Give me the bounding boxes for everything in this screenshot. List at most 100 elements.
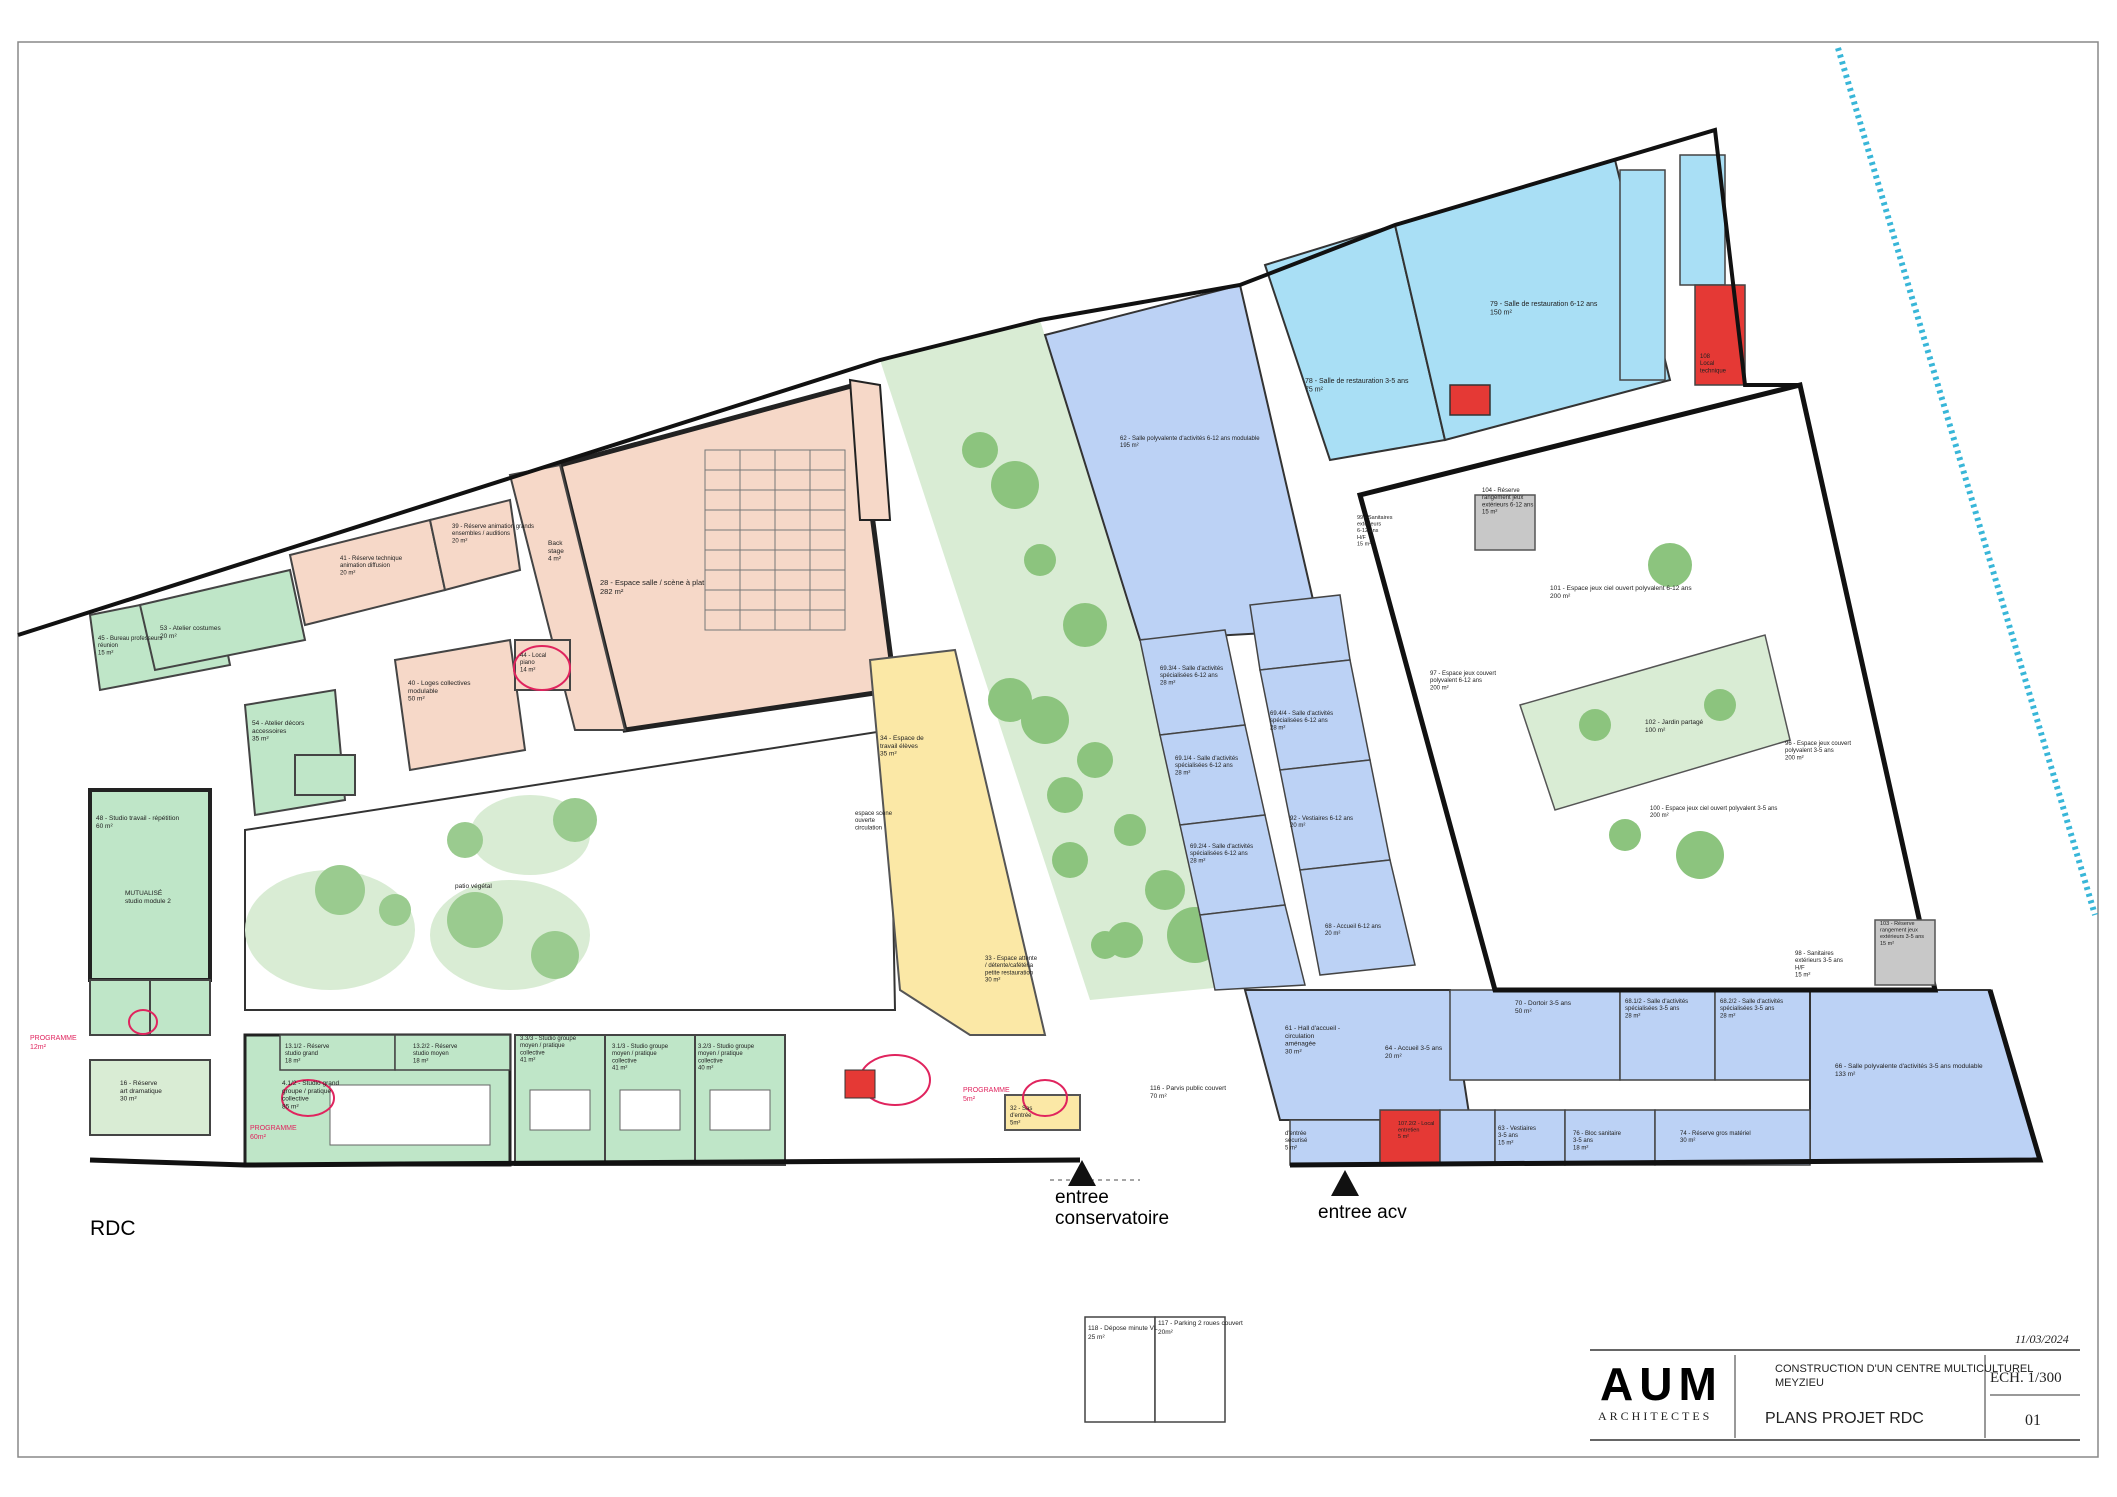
atelier-costumes xyxy=(138,568,307,672)
reserve-petit-materiel xyxy=(1249,594,1351,671)
couloir-acces xyxy=(848,378,892,521)
sanitaires-restaurant xyxy=(1679,154,1726,286)
dortoir xyxy=(1449,989,1621,1081)
reserve-studio-grand xyxy=(279,1034,396,1071)
salle-activites-35-2 xyxy=(1714,989,1811,1081)
sanitaire-decors xyxy=(294,754,356,796)
south-wall xyxy=(89,1157,1081,1168)
culture-wing xyxy=(288,378,898,772)
vestiaire-2 xyxy=(149,979,211,1036)
loges xyxy=(393,638,527,772)
seating xyxy=(704,449,846,631)
local-entretien xyxy=(1379,1109,1441,1166)
sheet-title: PLANS PROJET RDC xyxy=(1765,1410,1924,1427)
reserve-studio-moyen xyxy=(394,1034,511,1071)
sheet-frame xyxy=(17,41,2099,1458)
atelier-decors xyxy=(243,688,347,817)
scale: ECH. 1/300 xyxy=(1990,1370,2062,1386)
espace-restauration xyxy=(868,648,1047,1036)
south-wall-acv xyxy=(1289,989,2044,1168)
local-technique-patio xyxy=(844,1069,876,1099)
room-label-jeux-ciel-35: 100 - Espace jeux ciel ouvert polyvalent… xyxy=(1650,806,1777,819)
jardin-allee xyxy=(880,320,1245,1000)
room-label-patio: patio végétal xyxy=(455,883,492,890)
reserve-jeux-35 xyxy=(1874,919,1936,986)
room-label-salle-poly-612: 62 - Salle polyvalente d'activités 6-12 … xyxy=(1120,436,1260,449)
room-label-jeux-ciel-612: 101 - Espace jeux ciel ouvert polyvalent… xyxy=(1550,585,1692,600)
parking-2-roues xyxy=(1154,1316,1226,1423)
studio-furniture xyxy=(329,1084,771,1146)
bloc-sanitaire-35 xyxy=(1564,1109,1656,1166)
sanitaire-35 xyxy=(1439,1109,1496,1166)
vestiaires-35 xyxy=(1494,1109,1566,1166)
title-block: 11/03/2024 AUM ARCHITECTES CONSTRUCTION … xyxy=(1590,1332,2080,1441)
vestiaire-1 xyxy=(89,979,151,1036)
local-technique-restaurant xyxy=(1449,384,1491,416)
date: 11/03/2024 xyxy=(2015,1332,2069,1346)
level-label: RDC xyxy=(90,1217,136,1240)
aum-logo-sub: ARCHITECTES xyxy=(1598,1409,1712,1423)
office-restaurant xyxy=(1619,169,1666,381)
acv-wing xyxy=(1043,283,2042,1166)
sheet-number: 01 xyxy=(2025,1412,2041,1429)
hall-accueil xyxy=(1243,989,1472,1121)
entree-acv-arrow xyxy=(1331,1170,1359,1196)
reserve-animation xyxy=(428,498,522,592)
reserve-technique xyxy=(288,518,447,627)
entree-conservatoire-arrow xyxy=(1068,1160,1096,1186)
depose-minute xyxy=(1084,1316,1156,1423)
courtyard-trees xyxy=(1579,543,1736,879)
patio-plants xyxy=(245,795,597,990)
vestiaires-612 xyxy=(1279,759,1391,871)
reserve-jeux-612 xyxy=(1474,494,1536,551)
entree-acv-label: entree acv xyxy=(1318,1202,1407,1223)
restaurant-wing xyxy=(1263,154,1746,462)
jardin-partage xyxy=(1519,634,1791,811)
allee-trees xyxy=(962,432,1223,963)
